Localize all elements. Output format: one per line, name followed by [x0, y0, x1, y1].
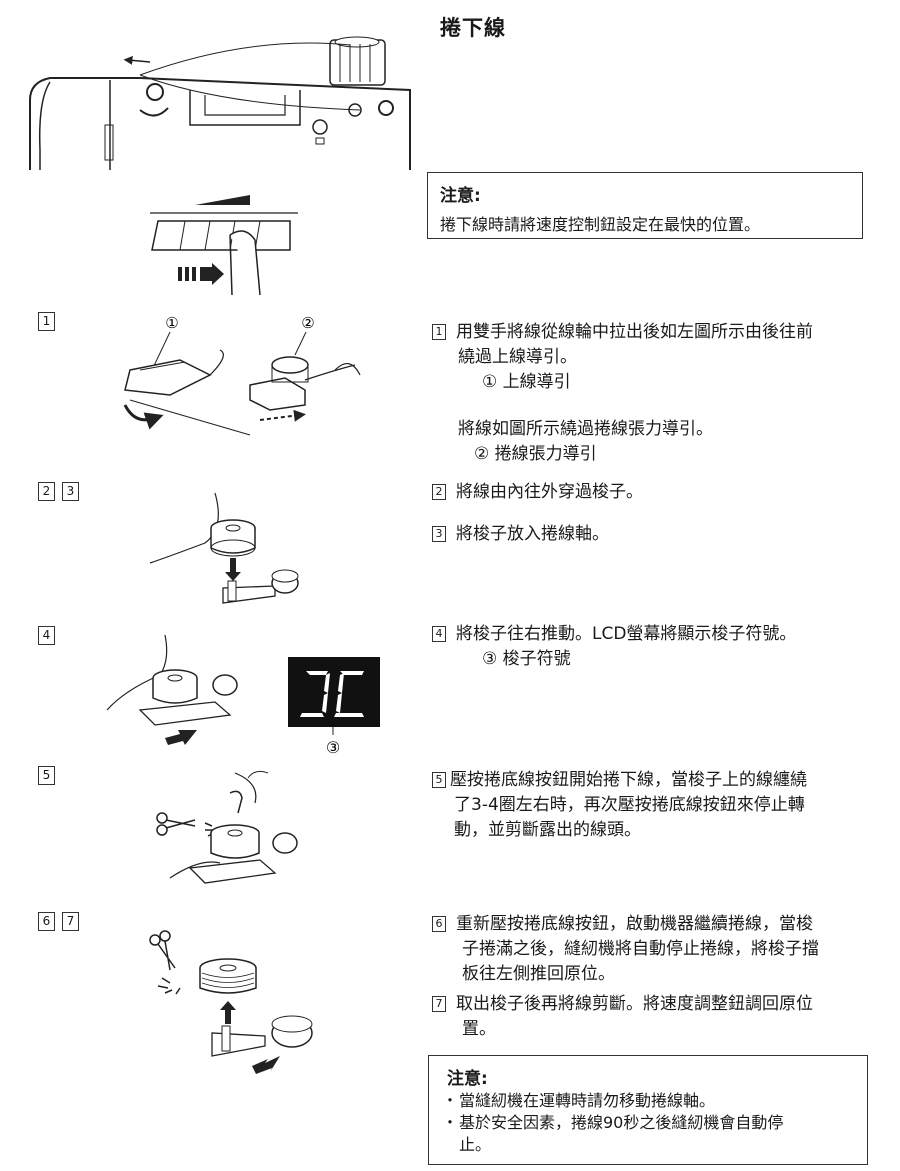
- step-label: 3: [62, 482, 79, 501]
- step-label-group-5: 5: [38, 766, 62, 785]
- step-label-group-4: 4: [38, 626, 62, 645]
- step-2-text: 2 將線由內往外穿過梭子。: [432, 480, 872, 505]
- sewing-machine-top-illustration: [29, 36, 411, 170]
- step-5-line2: 了3-4圈左右時，再次壓按捲底線按鈕來停止轉: [454, 795, 805, 815]
- step-label-group-1: 1: [38, 312, 62, 331]
- winding-start-illustration: [156, 770, 298, 884]
- step-1-sub2: ② 捲線張力導引: [474, 444, 597, 464]
- thread-guide-illustration: ① ②: [123, 314, 361, 436]
- note-bottom-heading: 注意:: [447, 1069, 488, 1089]
- step-1-line3: 將線如圖所示繞過捲線張力導引。: [458, 419, 713, 439]
- step-label: 4: [38, 626, 55, 645]
- step-label: 2: [38, 482, 55, 501]
- bobbin-insert-illustration: [149, 492, 299, 604]
- step-number: 7: [432, 996, 446, 1012]
- step-6-line1: 重新壓按捲底線按鈕，啟動機器繼續捲線，當梭: [456, 914, 813, 934]
- step-4-line: 將梭子往右推動。LCD螢幕將顯示梭子符號。: [456, 624, 797, 644]
- step-3-line: 將梭子放入捲線軸。: [456, 524, 609, 544]
- step-1-line2: 繞過上線導引。: [458, 347, 577, 367]
- note-bottom-item: ・ 基於安全因素，捲線90秒之後縫紉機會自動停: [441, 1113, 784, 1132]
- bobbin-push-illustration: [106, 634, 238, 745]
- scissors-icon: [149, 930, 176, 971]
- note-bottom-list: ・ 當縫紉機在運轉時請勿移動捲線軸。 ・ 基於安全因素，捲線90秒之後縫紉機會自…: [441, 1090, 856, 1156]
- bobbin-remove-illustration: [149, 930, 313, 1074]
- note-bottom-item: ・ 當縫紉機在運轉時請勿移動捲線軸。: [441, 1091, 716, 1110]
- scissors-icon: [156, 812, 196, 836]
- step-number: 3: [432, 526, 446, 542]
- step-1-text: 1 用雙手將線從線輪中拉出後如左圖所示由後往前 繞過上線導引。 ① 上線導引 將線…: [432, 320, 872, 467]
- step-7-line2: 置。: [462, 1019, 496, 1039]
- step-number: 2: [432, 484, 446, 500]
- step-label: 5: [38, 766, 55, 785]
- step-7-line1: 取出梭子後再將線剪斷。將速度調整鈕調回原位: [456, 994, 813, 1014]
- step-label: 7: [62, 912, 79, 931]
- step-2-line: 將線由內往外穿過梭子。: [456, 482, 643, 502]
- step-number: 6: [432, 916, 446, 932]
- note-bottom-box: 注意: ・ 當縫紉機在運轉時請勿移動捲線軸。 ・ 基於安全因素，捲線90秒之後縫…: [428, 1055, 868, 1165]
- step-6-line3: 板往左側推回原位。: [462, 964, 615, 984]
- step-label: 1: [38, 312, 55, 331]
- step-number: 5: [432, 772, 446, 788]
- step-3-text: 3 將梭子放入捲線軸。: [432, 522, 872, 547]
- step-1-sub1: ① 上線導引: [482, 372, 571, 392]
- lcd-callout: ③: [326, 727, 340, 757]
- step-5-line3: 動，並剪斷露出的線頭。: [454, 820, 641, 840]
- step-5-line1: 壓按捲底線按鈕開始捲下線，當梭子上的線纏繞: [450, 770, 807, 790]
- step-1-line1: 用雙手將線從線輪中拉出後如左圖所示由後往前: [456, 322, 813, 342]
- speed-slider-illustration: [150, 195, 298, 296]
- step-4-text: 4 將梭子往右推動。LCD螢幕將顯示梭子符號。 ③ 梭子符號: [432, 622, 872, 672]
- callout-2: ②: [301, 314, 314, 332]
- note-top-text: 捲下線時請將速度控制鈕設定在最快的位置。: [440, 215, 761, 234]
- callout-3: ③: [326, 738, 340, 757]
- page-title: 捲下線: [440, 16, 506, 40]
- step-number: 1: [432, 324, 446, 340]
- step-number: 4: [432, 626, 446, 642]
- step-6-line2: 子捲滿之後，縫紉機將自動停止捲線，將梭子擋: [462, 939, 819, 959]
- lcd-bobbin-symbol: [288, 657, 380, 727]
- note-top-box: 注意: 捲下線時請將速度控制鈕設定在最快的位置。: [427, 172, 863, 239]
- step-6-text: 6 重新壓按捲底線按鈕，啟動機器繼續捲線，當梭 子捲滿之後，縫紉機將自動停止捲線，…: [432, 912, 872, 987]
- step-label: 6: [38, 912, 55, 931]
- step-7-text: 7 取出梭子後再將線剪斷。將速度調整鈕調回原位 置。: [432, 992, 872, 1042]
- callout-1: ①: [165, 314, 178, 332]
- step-4-sub: ③ 梭子符號: [482, 649, 571, 669]
- note-top-heading: 注意:: [440, 186, 481, 206]
- note-bottom-item-cont: 止。: [459, 1135, 492, 1154]
